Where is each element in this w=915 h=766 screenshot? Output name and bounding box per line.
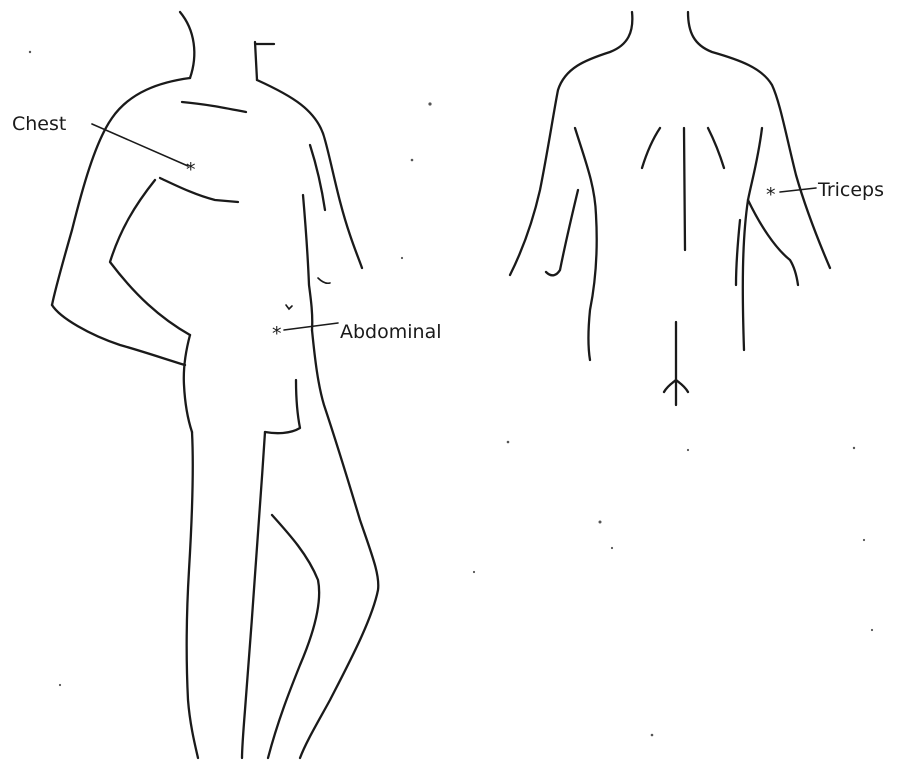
front-figure: * * Chest Abdominal (12, 12, 442, 758)
back-neck-left (510, 12, 632, 275)
chest-label: Chest (12, 113, 66, 135)
front-groin (265, 380, 300, 433)
front-left-leg-outer (187, 432, 198, 758)
back-right-scapula (708, 128, 724, 168)
back-right-arm-inner (736, 220, 740, 285)
scan-speckles (29, 51, 873, 737)
back-neck-right (688, 12, 830, 268)
front-left-leg-inner (242, 432, 265, 758)
triceps-leader-line (780, 188, 816, 192)
chest-leader-line (92, 124, 188, 166)
back-left-forearm (546, 190, 578, 275)
front-left-shoulder-arm (52, 78, 190, 305)
abdominal-label: Abdominal (340, 321, 442, 343)
back-right-forearm (748, 200, 798, 285)
front-right-leg-inner (268, 515, 319, 758)
front-right-hip-stroke (318, 278, 330, 283)
front-left-arm-inner (110, 180, 190, 335)
front-left-hip (184, 335, 192, 432)
front-right-inner-arm (310, 145, 325, 210)
front-left-forearm (52, 305, 185, 365)
front-clavicle (182, 102, 246, 112)
triceps-label: Triceps (817, 179, 884, 201)
back-left-torso (575, 128, 597, 360)
front-neck-right (255, 42, 274, 80)
front-neck-left (180, 12, 194, 78)
front-right-shoulder (257, 80, 362, 268)
back-left-scapula (642, 128, 660, 168)
back-figure: * Triceps (510, 12, 884, 405)
umbilicus-mark (286, 305, 292, 309)
front-right-leg-outer (300, 330, 378, 758)
back-right-torso (743, 128, 762, 350)
chest-site-marker: * (186, 159, 196, 181)
abdominal-site-marker: * (272, 323, 282, 345)
front-pectoral-line (160, 178, 238, 202)
front-right-torso (303, 195, 312, 330)
triceps-site-marker: * (766, 184, 776, 206)
back-spine (684, 128, 685, 250)
